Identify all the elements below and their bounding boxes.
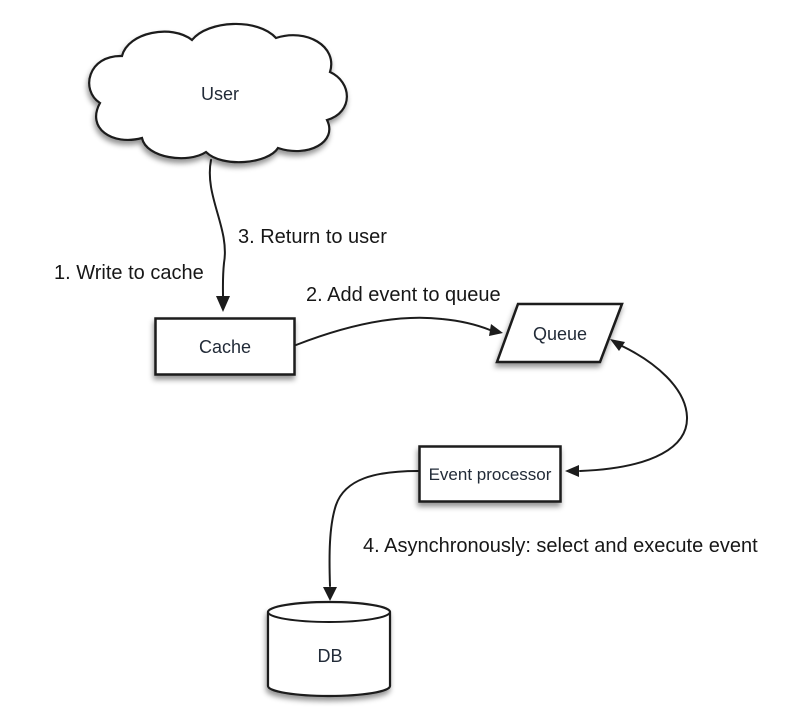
- node-user: User: [88, 22, 348, 164]
- edge-user-to-cache-line: [208, 159, 226, 297]
- cache-label: Cache: [199, 337, 251, 357]
- node-queue: Queue: [495, 302, 624, 364]
- label-add-event-to-queue: 2. Add event to queue: [306, 284, 501, 306]
- queue-parallelogram-shape: [495, 302, 624, 364]
- arrowhead-into-queue-right-icon: [610, 339, 625, 351]
- arrowhead-into-cache-icon: [216, 296, 230, 312]
- arrowhead-into-queue-left-icon: [489, 324, 503, 336]
- edge-queue-eventprocessor: [565, 339, 689, 477]
- label-async-select-execute: 4. Asynchronously: select and execute ev…: [363, 535, 758, 557]
- edge-user-to-cache: [208, 159, 230, 312]
- db-cylinder-shape: [266, 600, 392, 698]
- edge-eventprocessor-to-db: [323, 470, 419, 601]
- arrowhead-into-db-icon: [323, 587, 337, 601]
- event-processor-label: Event processor: [429, 465, 552, 484]
- edge-queue-eventprocessor-line: [579, 345, 689, 472]
- db-label: DB: [317, 646, 342, 666]
- event-processor-rect-shape: [418, 445, 562, 503]
- label-write-to-cache: 1. Write to cache: [54, 262, 204, 284]
- edge-eventprocessor-to-db-line: [328, 470, 419, 587]
- node-cache: Cache: [154, 317, 296, 376]
- user-label: User: [201, 84, 239, 104]
- user-cloud-shape: [88, 22, 348, 164]
- queue-label: Queue: [533, 324, 587, 344]
- label-return-to-user: 3. Return to user: [238, 226, 387, 248]
- node-event-processor: Event processor: [418, 445, 562, 503]
- edge-cache-to-queue: [295, 316, 503, 346]
- node-db: DB: [266, 600, 392, 698]
- arrowhead-into-eventprocessor-icon: [565, 465, 579, 477]
- db-cylinder-rim: [267, 611, 391, 623]
- cache-rect-shape: [154, 317, 296, 376]
- edge-cache-to-queue-line: [295, 316, 491, 346]
